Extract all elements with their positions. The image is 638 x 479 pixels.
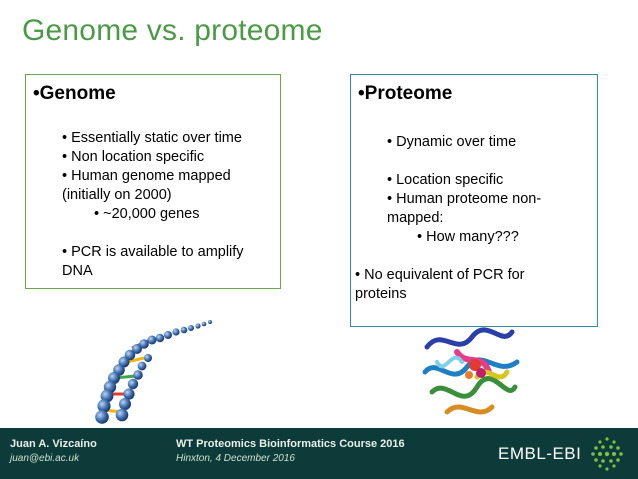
protein-ribbons bbox=[422, 327, 520, 415]
genome-bullet: • Human genome mapped bbox=[62, 168, 231, 184]
footer-author: Juan A. Vizcaíno bbox=[10, 438, 97, 450]
embl-ebi-logo-text: EMBL-EBI bbox=[498, 444, 582, 463]
proteome-bullet: • Dynamic over time bbox=[387, 134, 517, 150]
genome-spacer bbox=[62, 224, 276, 243]
slide-title: Genome vs. proteome bbox=[22, 14, 323, 47]
proteome-sub-bullet: • How many??? bbox=[417, 229, 519, 245]
protein-ligand bbox=[465, 359, 486, 379]
proteome-spacer bbox=[355, 152, 593, 171]
genome-sub-bullet: • ~20,000 genes bbox=[94, 206, 200, 222]
proteome-bullet-continuation: mapped: bbox=[387, 210, 444, 226]
proteome-bullet-list: • Dynamic over time • Location specific … bbox=[355, 133, 593, 304]
proteome-box: •Proteome • Dynamic over time • Location… bbox=[350, 74, 598, 327]
footer-email: juan@ebi.ac.uk bbox=[10, 453, 80, 464]
genome-bullet: • PCR is available to amplify bbox=[62, 244, 244, 260]
genome-bullet: • Essentially static over time bbox=[62, 130, 242, 146]
proteome-bullet-continuation: proteins bbox=[355, 286, 407, 302]
footer-course: WT Proteomics Bioinformatics Course 2016 bbox=[176, 438, 405, 450]
genome-box: •Genome • Essentially static over time •… bbox=[25, 74, 281, 289]
genome-bullet-continuation: (initially on 2000) bbox=[62, 187, 172, 203]
footer-bar: Juan A. Vizcaíno juan@ebi.ac.uk WT Prote… bbox=[0, 428, 638, 479]
genome-bullet-list: • Essentially static over time • Non loc… bbox=[62, 129, 276, 281]
dna-helix-image bbox=[95, 320, 212, 424]
genome-bullet-continuation: DNA bbox=[62, 263, 93, 279]
proteome-heading: •Proteome bbox=[358, 83, 453, 104]
genome-heading: •Genome bbox=[33, 83, 116, 104]
footer-date: Hinxton, 4 December 2016 bbox=[176, 453, 295, 464]
genome-bullet: • Non location specific bbox=[62, 149, 205, 165]
proteome-bullet: • Human proteome non- bbox=[387, 191, 542, 207]
protein-structure-image bbox=[422, 327, 520, 415]
dna-backbone bbox=[95, 320, 212, 424]
proteome-spacer bbox=[355, 247, 593, 266]
embl-ebi-logo-mark-icon bbox=[591, 437, 623, 471]
proteome-bullet: • No equivalent of PCR for bbox=[355, 267, 525, 283]
proteome-bullet: • Location specific bbox=[387, 172, 504, 188]
